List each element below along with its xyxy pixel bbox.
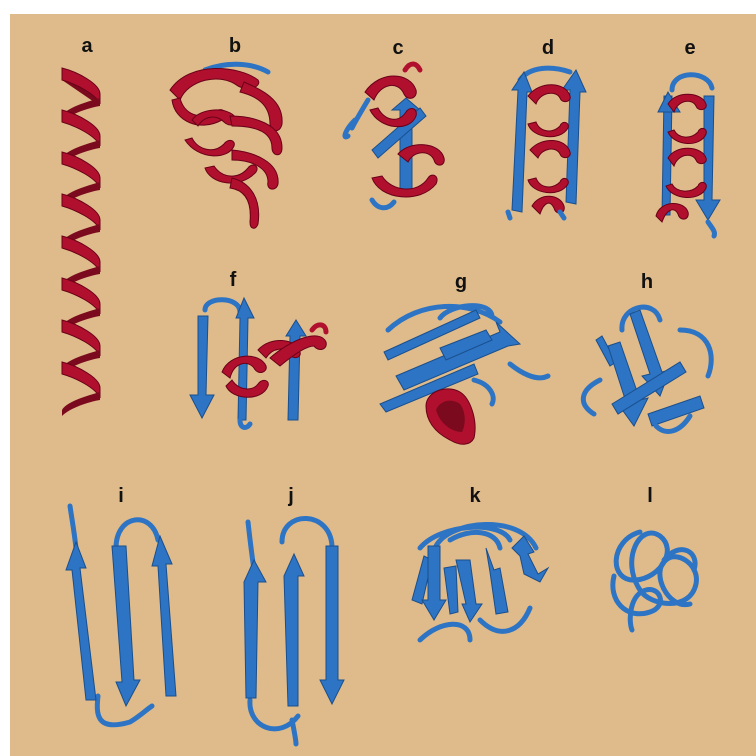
label-h: h (641, 272, 653, 292)
helix-turn (62, 194, 100, 230)
label-i: i (118, 486, 124, 506)
structure-d-beta-alpha-beta (508, 68, 586, 218)
helix-turn-back (62, 392, 100, 416)
structure-a-helix (62, 68, 100, 416)
label-f: f (230, 270, 237, 290)
label-b: b (229, 36, 241, 56)
helix-turn (62, 236, 100, 272)
helix-turn (62, 362, 100, 398)
structure-e-beta-alpha-beta (656, 75, 720, 236)
helix-turn (62, 152, 100, 188)
structure-b-helix (170, 64, 282, 228)
label-a: a (81, 36, 92, 56)
structure-l-random-coil (613, 532, 697, 630)
label-l: l (647, 486, 653, 506)
helix-turn (62, 110, 100, 146)
structure-h-beta-barrel (583, 307, 711, 431)
structure-k-beta-sandwich (412, 524, 548, 640)
structure-j-beta-sheet (244, 518, 344, 744)
label-j: j (288, 486, 294, 506)
structure-c-mixed (345, 64, 444, 208)
label-c: c (392, 38, 403, 58)
structure-f-mixed (190, 298, 326, 427)
label-d: d (542, 38, 554, 58)
structure-i-beta-sheet (66, 506, 176, 725)
structure-g-mixed (380, 306, 548, 445)
label-k: k (469, 486, 480, 506)
label-g: g (455, 272, 467, 292)
helix-turn (62, 278, 100, 314)
label-e: e (684, 38, 695, 58)
helix-turn (62, 320, 100, 356)
